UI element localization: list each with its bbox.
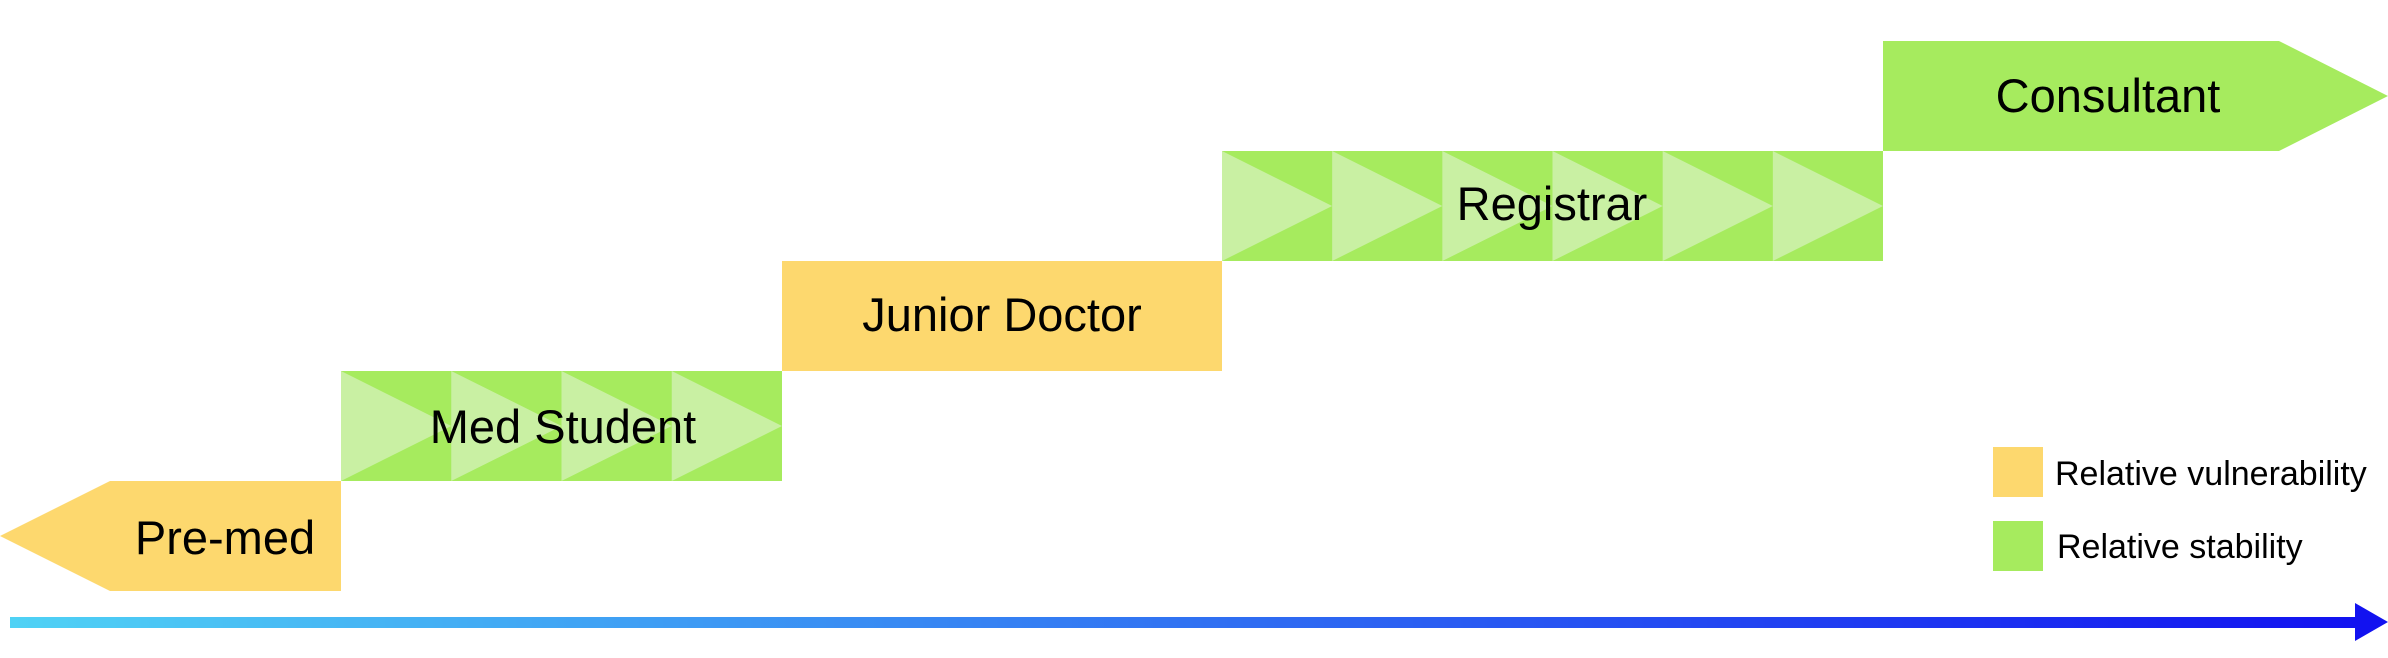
legend: Relative vulnerability Relative stabilit…: [1993, 447, 2367, 571]
med-student-label: Med Student: [430, 400, 697, 453]
med-student-chevrons: [341, 371, 782, 481]
stage-consultant: Consultant: [1883, 41, 2388, 151]
timeline-line: [10, 617, 2360, 628]
stage-registrar: Registrar: [1222, 151, 1884, 261]
registrar-chevron: [1552, 151, 1663, 261]
legend-swatch-stability: [1993, 521, 2043, 571]
registrar-label: Registrar: [1457, 177, 1648, 230]
registrar-chevron: [1442, 151, 1553, 261]
legend-label-vulnerability: Relative vulnerability: [2055, 455, 2367, 493]
med-student-chevron: [341, 371, 452, 481]
stage-med-student: Med Student: [341, 371, 782, 481]
consultant-shape: [1883, 41, 2388, 151]
med-student-chevron: [671, 371, 782, 481]
registrar-chevron: [1332, 151, 1443, 261]
timeline-arrowhead: [2355, 603, 2388, 641]
pre-med-label: Pre-med: [135, 511, 315, 564]
registrar-chevrons: [1222, 151, 1884, 261]
junior-doctor-shape: [782, 261, 1222, 371]
pre-med-shape: [0, 481, 341, 591]
consultant-label: Consultant: [1996, 69, 2221, 122]
med-student-chevron: [561, 371, 672, 481]
junior-doctor-label: Junior Doctor: [862, 288, 1142, 341]
legend-label-stability: Relative stability: [2057, 528, 2303, 566]
legend-item-vulnerability: Relative vulnerability: [1993, 447, 2367, 497]
legend-swatch-vulnerability: [1993, 447, 2043, 497]
registrar-chevron: [1662, 151, 1773, 261]
timeline-arrow: [10, 603, 2388, 641]
stage-pre-med: Pre-med: [0, 481, 341, 591]
med-student-chevron: [451, 371, 562, 481]
registrar-chevron: [1772, 151, 1884, 261]
stage-junior-doctor: Junior Doctor: [782, 261, 1222, 371]
registrar-chevron: [1222, 151, 1333, 261]
legend-item-stability: Relative stability: [1993, 521, 2303, 571]
